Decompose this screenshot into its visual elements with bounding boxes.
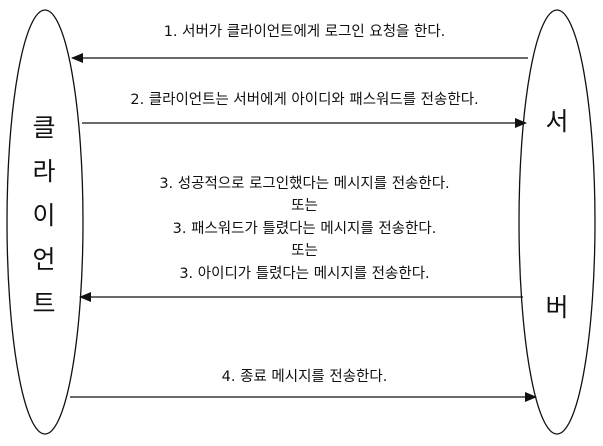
message-4: 4. 종료 메시지를 전송한다. bbox=[221, 369, 388, 385]
client-char: 트 bbox=[32, 289, 56, 318]
message-1: 1. 서버가 클라이언트에게 로그인 요청을 한다. bbox=[163, 24, 446, 40]
message-3-success: 3. 성공적으로 로그인했다는 메시지를 전송한다. bbox=[159, 176, 450, 192]
client-ellipse bbox=[6, 9, 84, 435]
client-char: 언 bbox=[32, 245, 56, 274]
message-3-or-2: 또는 bbox=[291, 243, 318, 259]
server-ellipse bbox=[518, 9, 596, 435]
server-label: 서 버 bbox=[537, 106, 577, 324]
server-char: 버 bbox=[545, 293, 569, 322]
message-3-wrong-id: 3. 아이디가 틀렸다는 메시지를 전송한다. bbox=[179, 266, 430, 282]
client-char: 클 bbox=[32, 113, 56, 142]
message-3-wrong-password: 3. 패스워드가 틀렸다는 메시지를 전송한다. bbox=[172, 221, 437, 237]
client-char: 라 bbox=[32, 157, 56, 186]
message-3-or-1: 또는 bbox=[291, 198, 318, 214]
server-char: 서 bbox=[545, 107, 569, 136]
client-label: 클 라 이 언 트 bbox=[24, 106, 64, 326]
message-2: 2. 클라이언트는 서버에게 아이디와 패스워드를 전송한다. bbox=[130, 92, 479, 108]
client-char: 이 bbox=[32, 201, 56, 230]
